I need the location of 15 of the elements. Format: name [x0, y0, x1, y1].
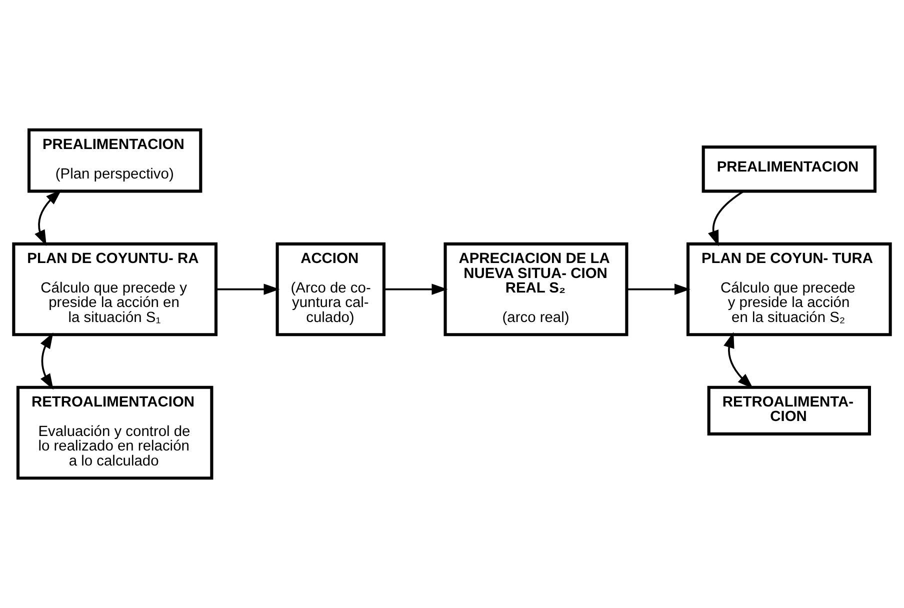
- arrow: [216, 284, 280, 295]
- node-box: ACCION (Arco de co- yuntura cal- culado): [276, 242, 386, 336]
- node-box: PREALIMENTACION (Plan perspectivo): [27, 128, 202, 193]
- arrow: [384, 284, 448, 295]
- arrow: [708, 190, 744, 246]
- node-box: PLAN DE COYUN- TURA Cálculo que precede y preside la acción en la situación S₂: [686, 242, 892, 336]
- node-box: APRECIACION DE LA NUEVA SITUA- CION REAL S₂ (arco real): [444, 242, 628, 336]
- arrow: [627, 284, 690, 295]
- node-box: RETROALIMENTA- CION: [707, 386, 871, 436]
- arrow: [40, 332, 54, 390]
- arrow: [724, 332, 754, 389]
- node-box: PREALIMENTACION: [702, 146, 877, 193]
- node-box: RETROALIMENTACION Evaluación y control de lo realizado en relación a lo calculado: [16, 386, 214, 480]
- node-box: PLAN DE COYUNTU- RA Cálculo que precede y preside la acción en la situación S₁: [12, 242, 218, 336]
- arrow: [34, 189, 62, 246]
